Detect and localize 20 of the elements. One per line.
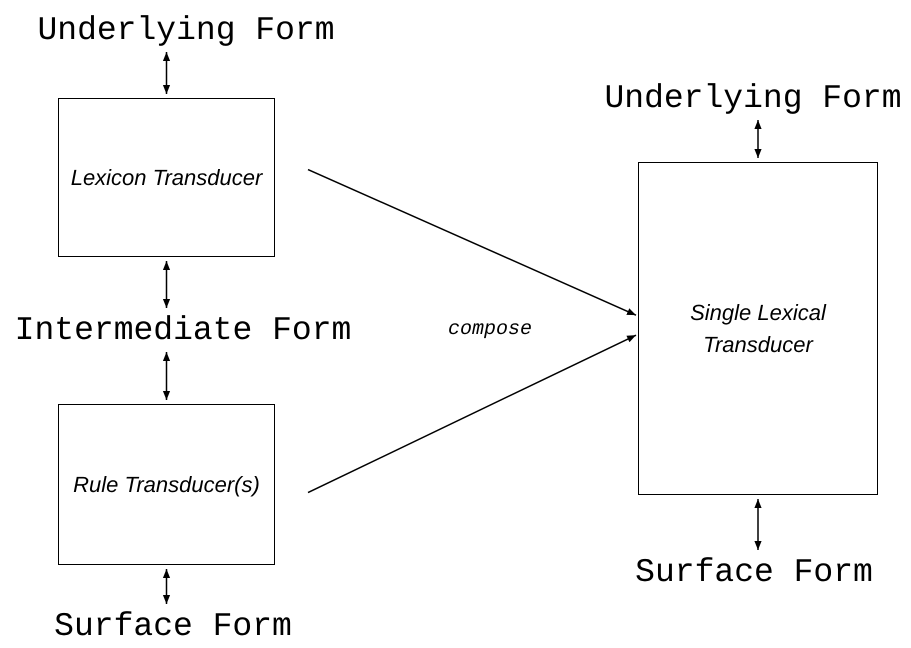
arrow (162, 52, 170, 94)
transducer-box (58, 404, 275, 565)
arrow (162, 352, 170, 400)
operation-label: compose (448, 318, 532, 341)
form-label: Surface Form (54, 610, 292, 642)
box-label: Lexicon Transducer (70, 164, 264, 192)
transducer-box (58, 98, 275, 257)
form-label: Surface Form (635, 556, 873, 588)
form-label: Intermediate Form (14, 314, 352, 346)
transducer-box (638, 162, 878, 495)
box-label: Rule Transducer(s) (72, 470, 261, 499)
form-label: Underlying Form (37, 14, 335, 46)
arrow (754, 499, 762, 550)
box-label: Single Lexical Transducer (689, 298, 828, 358)
arrow (308, 168, 636, 316)
arrow (162, 261, 170, 308)
arrow (162, 569, 170, 604)
arrow (308, 334, 636, 494)
form-label: Underlying Form (604, 82, 902, 114)
arrow (754, 120, 762, 158)
